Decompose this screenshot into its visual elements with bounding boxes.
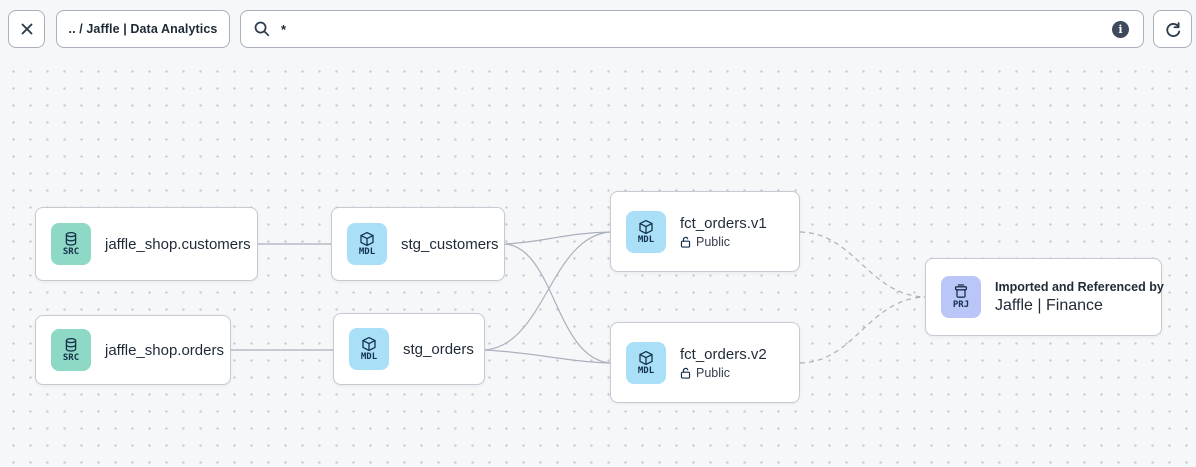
search-box[interactable]: i: [240, 10, 1144, 48]
breadcrumb-label: .. / Jaffle | Data Analytics: [68, 22, 218, 36]
node-title: jaffle_shop.orders: [105, 341, 224, 359]
node-title: Jaffle | Finance: [995, 296, 1103, 314]
access-label: Public: [696, 234, 731, 249]
unlock-icon: [680, 367, 691, 379]
model-badge: MDL: [626, 210, 666, 253]
badge-kind-label: MDL: [637, 365, 655, 376]
badge-kind-label: PRJ: [952, 300, 970, 310]
model-badge: MDL: [347, 223, 387, 265]
database-icon: [65, 231, 77, 246]
cube-icon: [639, 219, 653, 234]
model-badge: MDL: [626, 341, 666, 384]
search-input[interactable]: [281, 21, 1112, 37]
access-label: Public: [696, 365, 731, 380]
source-badge: SRC: [51, 329, 91, 371]
unlock-icon: [680, 236, 691, 248]
node-project-jaffle-finance[interactable]: PRJ Imported and Referenced by Jaffle | …: [925, 258, 1164, 336]
node-source-jaffle-shop-customers[interactable]: SRC jaffle_shop.customers: [35, 207, 258, 281]
breadcrumb[interactable]: .. / Jaffle | Data Analytics: [56, 10, 230, 48]
source-badge: SRC: [51, 223, 91, 265]
node-model-fct-orders-v1[interactable]: MDL fct_orders.v1 Public: [610, 191, 800, 272]
cube-icon: [362, 336, 376, 352]
search-icon: [254, 21, 270, 37]
model-badge: MDL: [349, 328, 389, 370]
node-title: fct_orders.v2: [680, 345, 767, 363]
node-model-stg-customers[interactable]: MDL stg_customers: [331, 207, 505, 281]
node-model-stg-orders[interactable]: MDL stg_orders: [333, 313, 485, 385]
close-icon: [21, 23, 32, 35]
node-title: fct_orders.v1: [680, 214, 767, 232]
badge-kind-label: MDL: [360, 352, 378, 362]
node-source-jaffle-shop-orders[interactable]: SRC jaffle_shop.orders: [35, 315, 231, 385]
node-model-fct-orders-v2[interactable]: MDL fct_orders.v2 Public: [610, 322, 800, 403]
database-icon: [65, 337, 77, 352]
access-row: Public: [680, 366, 767, 380]
refresh-icon: [1166, 21, 1181, 37]
access-row: Public: [680, 235, 767, 249]
badge-kind-label: MDL: [358, 247, 376, 257]
node-title: stg_orders: [403, 340, 474, 358]
close-button[interactable]: [8, 10, 45, 48]
node-pretitle: Imported and Referenced by: [995, 279, 1164, 294]
badge-kind-label: SRC: [62, 247, 80, 257]
archive-box-icon: [954, 284, 968, 298]
refresh-button[interactable]: [1153, 10, 1192, 48]
project-badge: PRJ: [941, 276, 981, 318]
info-icon[interactable]: i: [1112, 20, 1129, 38]
node-title: jaffle_shop.customers: [105, 235, 251, 253]
cube-icon: [639, 350, 653, 365]
badge-kind-label: MDL: [637, 234, 655, 245]
badge-kind-label: SRC: [62, 353, 80, 363]
cube-icon: [360, 231, 374, 247]
node-title: stg_customers: [401, 235, 499, 253]
